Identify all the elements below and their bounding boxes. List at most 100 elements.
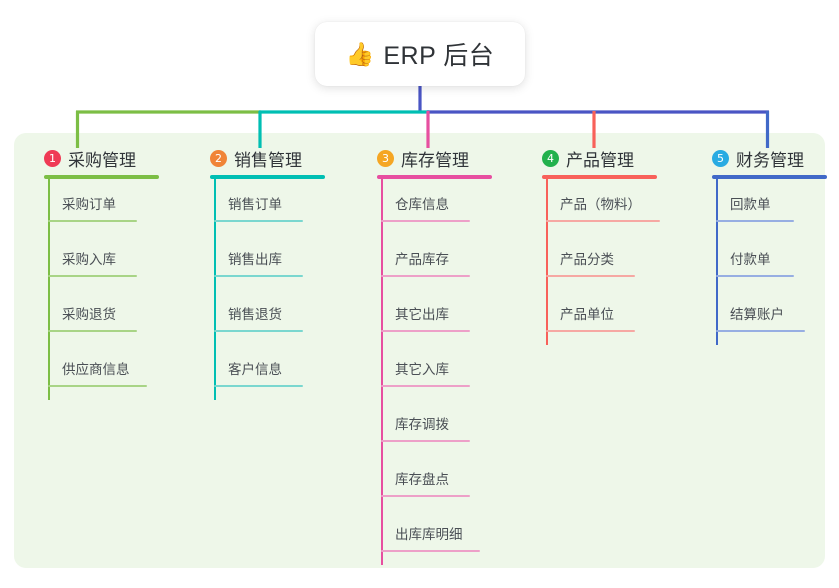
branch-trunk-4: [546, 179, 548, 345]
leaf-label: 采购入库: [62, 252, 116, 267]
leaf-underline: [381, 550, 480, 552]
leaf-underline: [48, 330, 137, 332]
leaf-label: 采购订单: [62, 197, 116, 212]
leaf-item[interactable]: 产品分类: [530, 234, 700, 289]
leaf-underline: [48, 275, 137, 277]
leaf-label: 库存调拨: [395, 417, 449, 432]
leaf-underline: [48, 385, 147, 387]
branch-title-5: 财务管理: [736, 150, 804, 170]
leaf-underline: [214, 275, 303, 277]
leaf-item[interactable]: 仓库信息: [365, 179, 530, 234]
leaf-underline: [381, 495, 470, 497]
root-node-content: 👍 ERP 后台: [346, 36, 495, 72]
leaf-label: 客户信息: [228, 362, 282, 377]
leaf-item[interactable]: 结算账户: [700, 289, 839, 344]
branch-items-5: 回款单 付款单 结算账户: [700, 179, 839, 345]
leaf-label: 销售退货: [228, 307, 282, 322]
branch-header-4[interactable]: 4 产品管理: [530, 146, 700, 170]
branch-trunk-5: [716, 179, 718, 345]
branch-column-4: 4 产品管理 产品（物料） 产品分类 产品单位: [530, 146, 700, 345]
leaf-item[interactable]: 库存调拨: [365, 399, 530, 454]
leaf-label: 产品分类: [560, 252, 614, 267]
branch-title-3: 库存管理: [401, 150, 469, 170]
leaf-label: 产品单位: [560, 307, 614, 322]
leaf-item[interactable]: 产品单位: [530, 289, 700, 344]
leaf-item[interactable]: 采购订单: [32, 179, 192, 234]
branch-items-1: 采购订单 采购入库 采购退货 供应商信息: [32, 179, 192, 400]
leaf-underline: [214, 220, 303, 222]
leaf-item[interactable]: 供应商信息: [32, 344, 192, 399]
leaf-label: 产品（物料）: [560, 197, 641, 212]
branch-column-3: 3 库存管理 仓库信息 产品库存 其它出库 其它入库: [365, 146, 530, 565]
branch-underline-3: [377, 175, 492, 179]
branch-items-4: 产品（物料） 产品分类 产品单位: [530, 179, 700, 345]
root-node-title: ERP 后台: [383, 42, 495, 70]
branch-underline-2: [210, 175, 325, 179]
branch-header-3[interactable]: 3 库存管理: [365, 146, 530, 170]
branch-badge-4: 4: [542, 149, 559, 167]
branch-badge-5: 5: [712, 149, 729, 167]
leaf-item[interactable]: 销售出库: [198, 234, 358, 289]
branch-header-1[interactable]: 1 采购管理: [32, 146, 192, 170]
branch-column-2: 2 销售管理 销售订单 销售出库 销售退货 客户信息: [198, 146, 358, 400]
leaf-item[interactable]: 采购入库: [32, 234, 192, 289]
leaf-underline: [381, 220, 470, 222]
branch-items-2: 销售订单 销售出库 销售退货 客户信息: [198, 179, 358, 400]
leaf-underline: [546, 330, 635, 332]
thumbs-up-icon: 👍: [345, 40, 375, 67]
leaf-underline: [716, 275, 794, 277]
root-node-card[interactable]: 👍 ERP 后台: [315, 22, 525, 86]
branch-header-2[interactable]: 2 销售管理: [198, 146, 358, 170]
leaf-item[interactable]: 其它出库: [365, 289, 530, 344]
leaf-label: 库存盘点: [395, 472, 449, 487]
leaf-item[interactable]: 采购退货: [32, 289, 192, 344]
branch-badge-2: 2: [210, 149, 227, 167]
leaf-item[interactable]: 出库库明细: [365, 509, 530, 564]
branch-items-3: 仓库信息 产品库存 其它出库 其它入库 库存调拨: [365, 179, 530, 565]
branch-badge-1: 1: [44, 149, 61, 167]
leaf-item[interactable]: 产品库存: [365, 234, 530, 289]
branch-title-2: 销售管理: [234, 150, 302, 170]
leaf-item[interactable]: 销售订单: [198, 179, 358, 234]
leaf-label: 回款单: [730, 197, 771, 212]
leaf-label: 出库库明细: [395, 527, 463, 542]
leaf-label: 仓库信息: [395, 197, 449, 212]
branch-underline-4: [542, 175, 657, 179]
branch-column-5: 5 财务管理 回款单 付款单 结算账户: [700, 146, 839, 345]
leaf-label: 其它出库: [395, 307, 449, 322]
leaf-item[interactable]: 付款单: [700, 234, 839, 289]
leaf-label: 销售出库: [228, 252, 282, 267]
leaf-label: 结算账户: [730, 307, 784, 322]
leaf-underline: [546, 220, 660, 222]
branch-title-4: 产品管理: [566, 150, 634, 170]
branch-underline-1: [44, 175, 159, 179]
leaf-underline: [381, 275, 470, 277]
branch-column-1: 1 采购管理 采购订单 采购入库 采购退货 供应商信: [32, 146, 192, 400]
branch-trunk-2: [214, 179, 216, 400]
leaf-underline: [381, 330, 470, 332]
branch-title-1: 采购管理: [68, 150, 136, 170]
branch-header-5[interactable]: 5 财务管理: [700, 146, 839, 170]
branch-badge-3: 3: [377, 149, 394, 167]
leaf-underline: [214, 330, 303, 332]
leaf-label: 采购退货: [62, 307, 116, 322]
leaf-underline: [381, 385, 470, 387]
leaf-item[interactable]: 其它入库: [365, 344, 530, 399]
leaf-label: 其它入库: [395, 362, 449, 377]
leaf-item[interactable]: 销售退货: [198, 289, 358, 344]
leaf-underline: [214, 385, 303, 387]
leaf-underline: [716, 220, 794, 222]
branch-trunk-1: [48, 179, 50, 400]
leaf-label: 销售订单: [228, 197, 282, 212]
leaf-item[interactable]: 产品（物料）: [530, 179, 700, 234]
leaf-label: 产品库存: [395, 252, 449, 267]
branch-underline-5: [712, 175, 827, 179]
leaf-underline: [546, 275, 635, 277]
branch-trunk-3: [381, 179, 383, 565]
leaf-item[interactable]: 客户信息: [198, 344, 358, 399]
leaf-underline: [381, 440, 470, 442]
leaf-item[interactable]: 回款单: [700, 179, 839, 234]
leaf-item[interactable]: 库存盘点: [365, 454, 530, 509]
